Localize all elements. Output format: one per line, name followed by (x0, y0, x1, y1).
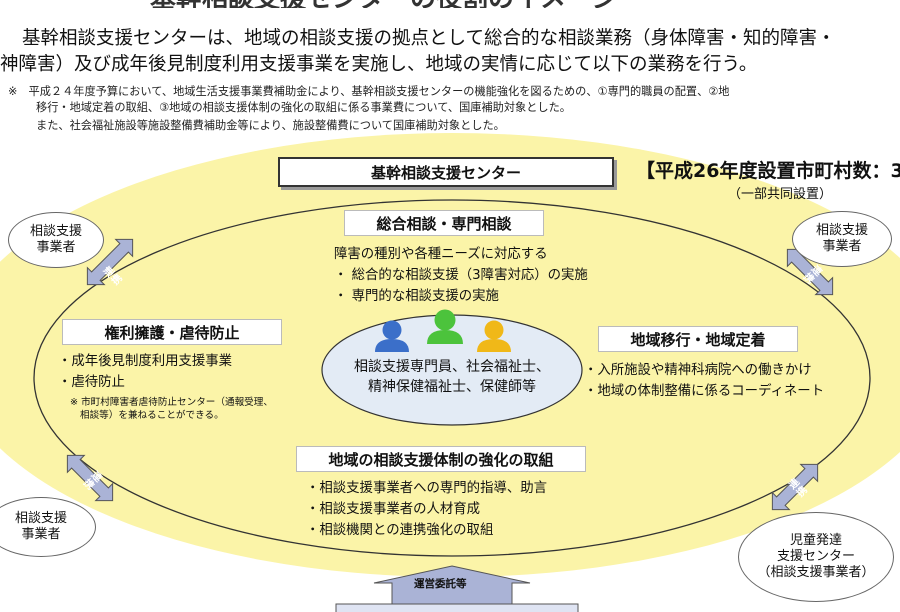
subsidy-note: ※ 平成２４年度予算において、地域生活支援事業費補助金により、基幹相談支援センタ… (8, 84, 900, 134)
actor-label: 事業者 (21, 527, 61, 542)
list-item: ・相談支援事業者への専門的指導、助言 (306, 481, 548, 496)
person-blue-icon (375, 320, 409, 352)
section-general-title: 総合相談・専門相談 (344, 210, 544, 236)
list-item: ・地域の体制整備に係るコーディネート (584, 384, 825, 399)
staff-line: 相談支援専門員、社会福祉士、 (354, 359, 550, 375)
list-item: ・入所施設や精神科病院への働きかけ (584, 363, 812, 378)
note-line-3: また、社会福祉施設等施設整備費補助金等により、施設整備費について国庫補助対象とし… (36, 119, 505, 132)
page-title: 基幹相談支援センターの役割のイメージ (150, 0, 750, 8)
actor-bottom-left: 相談支援事業者 (0, 497, 96, 557)
center-title-box: 基幹相談支援センター (278, 157, 614, 187)
list-item: ・ 専門的な相談支援の実施 (334, 289, 499, 304)
list-item: ・相談機関との連携強化の取組 (306, 523, 494, 538)
section-general-list: 障害の種別や各種ニーズに対応する ・ 総合的な相談支援（3障害対応）の実施 ・ … (334, 244, 588, 307)
section-rights-list: ・成年後見制度利用支援事業 ・虐待防止 (58, 351, 232, 393)
staff-line: 精神保健福祉士、保健師等 (368, 379, 536, 395)
note-line-1: ※ 平成２４年度予算において、地域生活支援事業費補助金により、基幹相談支援センタ… (8, 85, 730, 98)
note-line: 相談等）を兼ねることができる。 (80, 410, 224, 421)
commission-arrow (373, 565, 531, 612)
section-rights-title: 権利擁護・虐待防止 (62, 319, 282, 345)
intro-text: 基幹相談支援センターは、地域の相談支援の拠点として総合的な相談業務（身体障害・知… (0, 26, 900, 78)
bottom-partial-box (335, 603, 579, 612)
section-transition-list: ・入所施設や精神科病院への働きかけ ・地域の体制整備に係るコーディネート (584, 360, 824, 402)
actor-label: （相談支援事業者） (757, 565, 875, 580)
person-green-icon (427, 309, 463, 344)
actor-label: 児童発達 (789, 533, 842, 548)
staff-text: 相談支援専門員、社会福祉士、 精神保健福祉士、保健師等 (342, 357, 562, 397)
actor-label: 相談支援 (815, 223, 868, 238)
list-item: 障害の種別や各種ニーズに対応する (334, 247, 548, 262)
link-arrow-top-left (86, 238, 134, 286)
commission-label: 運営委託等 (414, 578, 467, 590)
section-strengthen-list: ・相談支援事業者への専門的指導、助言 ・相談支援事業者の人材育成 ・相談機関との… (306, 478, 547, 541)
list-item: ・虐待防止 (58, 375, 125, 390)
actor-top-right: 相談支援事業者 (792, 211, 892, 267)
actor-top-left: 相談支援事業者 (8, 212, 104, 268)
actor-label: 事業者 (822, 239, 862, 254)
list-item: ・成年後見制度利用支援事業 (58, 354, 233, 369)
list-item: ・相談支援事業者の人材育成 (306, 502, 481, 517)
rights-note: ※ 市町村障害者虐待防止センター（通報受理、 相談等）を兼ねることができる。 (70, 396, 273, 422)
actor-bottom-right: 児童発達支援センター（相談支援事業者） (738, 512, 894, 602)
list-item: ・ 総合的な相談支援（3障害対応）の実施 (334, 268, 588, 283)
established-note: （一部共同設置） (728, 187, 833, 202)
intro-line-2: 神障害）及び成年後見制度利用支援事業を実施し、地域の実情に応じて以下の業務を行う… (0, 54, 758, 75)
section-transition-title: 地域移行・地域定着 (598, 326, 798, 352)
link-arrow-bottom-right (771, 463, 819, 511)
note-line: ※ 市町村障害者虐待防止センター（通報受理、 (70, 397, 273, 408)
person-yellow-icon (477, 320, 511, 352)
note-line-2: 移行・地域定着の取組、③地域の相談支援体制の強化の取組に係る事業費について、国庫… (36, 101, 571, 114)
link-arrow-bottom-left (66, 454, 114, 502)
intro-line-1: 基幹相談支援センターは、地域の相談支援の拠点として総合的な相談業務（身体障害・知… (22, 28, 836, 49)
actor-label: 相談支援 (29, 224, 82, 239)
actor-label: 事業者 (36, 240, 76, 255)
inner-boundary-ellipse (33, 199, 871, 557)
established-count: 【平成26年度設置市町村数：36 (636, 160, 900, 182)
actor-label: 相談支援 (14, 511, 67, 526)
actor-label: 支援センター (776, 549, 855, 564)
section-strengthen-title: 地域の相談支援体制の強化の取組 (296, 446, 586, 472)
